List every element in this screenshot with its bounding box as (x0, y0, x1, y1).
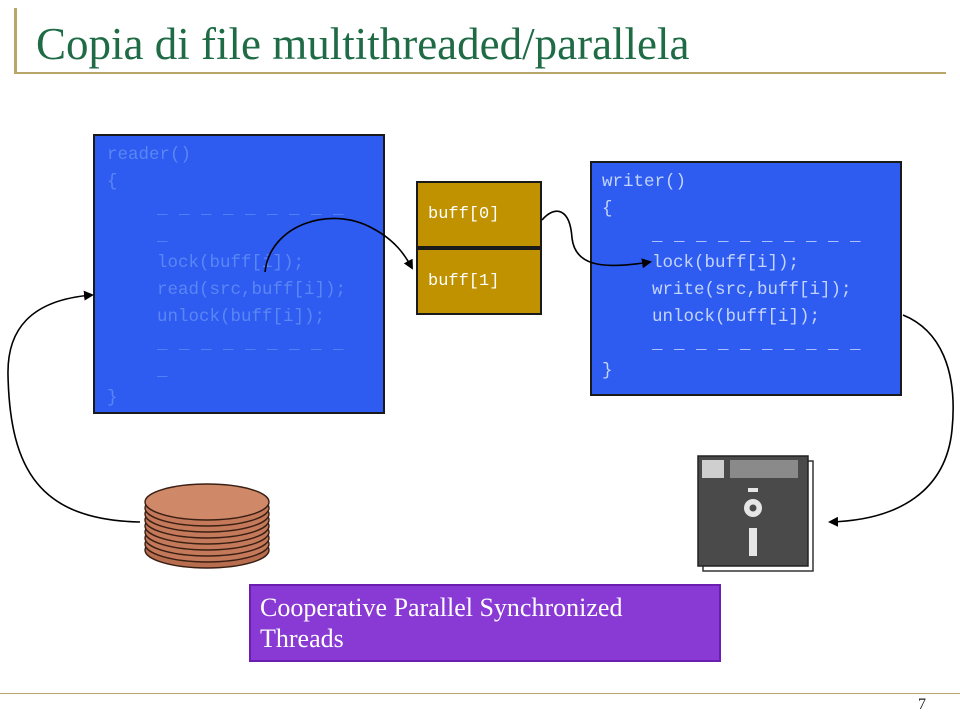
caption-line-1: Cooperative Parallel Synchronized (260, 593, 623, 622)
reader-line-open-brace: { (107, 172, 118, 192)
reader-line-lock: lock(buff[i]); (157, 253, 305, 273)
caption-line-2: Threads (260, 624, 344, 653)
reader-line-dash-tail-2: _ (157, 361, 168, 381)
buffer-1: buff[1] (416, 248, 542, 315)
reader-line-read: read(src,buff[i]); (157, 280, 347, 300)
writer-line-unlock: unlock(buff[i]); (652, 307, 821, 327)
title-accent-bar (14, 8, 17, 74)
buffer-0: buff[0] (416, 181, 542, 248)
slide-title: Copia di file multithreaded/parallela (36, 19, 690, 69)
writer-line-open-brace: { (602, 199, 613, 219)
reader-line-dashes-1: _ _ _ _ _ _ _ _ _ (157, 199, 345, 219)
page-number: 7 (918, 696, 926, 713)
reader-code-box: reader() { _ _ _ _ _ _ _ _ _ _ lock(buff… (93, 134, 385, 414)
reader-line-dash-tail-1: _ (157, 226, 168, 246)
reader-line-unlock: unlock(buff[i]); (157, 307, 326, 327)
footer-rule (0, 693, 960, 694)
writer-code-box: writer() { _ _ _ _ _ _ _ _ _ _ lock(buff… (590, 161, 902, 396)
reader-line-signature: reader() (107, 145, 192, 165)
writer-line-lock: lock(buff[i]); (652, 253, 800, 273)
floppy-disk-icon (697, 455, 814, 572)
writer-line-dashes-2: _ _ _ _ _ _ _ _ _ _ (652, 334, 862, 354)
caption-box: Cooperative Parallel Synchronized Thread… (249, 584, 721, 662)
writer-line-signature: writer() (602, 172, 687, 192)
writer-line-write: write(src,buff[i]); (652, 280, 852, 300)
writer-line-dashes-1: _ _ _ _ _ _ _ _ _ _ (652, 226, 862, 246)
reader-line-close-brace: } (107, 388, 118, 408)
hard-disk-icon (144, 483, 270, 569)
title-underline (14, 72, 946, 74)
reader-line-dashes-2: _ _ _ _ _ _ _ _ _ (157, 334, 345, 354)
writer-line-close-brace: } (602, 361, 613, 381)
